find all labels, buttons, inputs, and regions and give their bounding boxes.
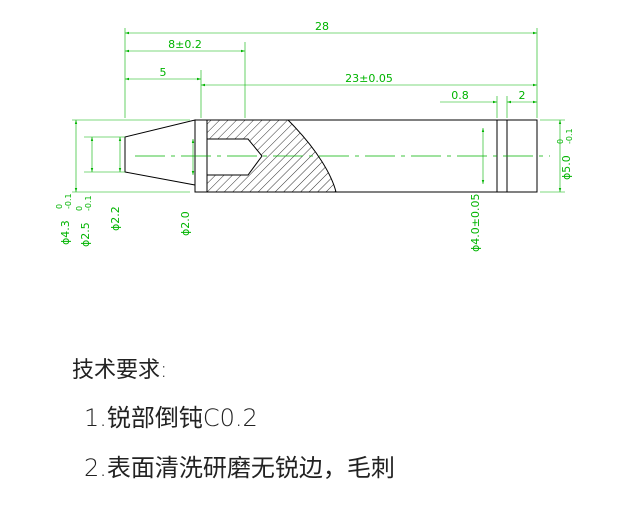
- dim-dia-4-3: ϕ4.3: [59, 220, 72, 245]
- dim-groove-width: 0.8: [451, 89, 469, 102]
- dim-dia-4-3-tol-lower: -0.1: [64, 193, 73, 209]
- dimension-lines: [74, 31, 562, 192]
- dim-end-length: 2: [519, 89, 526, 102]
- dim-dia-2-5: ϕ2.5: [79, 222, 92, 247]
- dim-dia-2-5-tol-upper: 0: [75, 206, 84, 211]
- dim-tip-length: 5: [160, 66, 167, 79]
- dim-body-length: 23±0.05: [345, 72, 393, 85]
- dim-dia-2-5-tol-lower: -0.1: [84, 195, 93, 211]
- dim-dia-5-0: ϕ5.0: [560, 155, 573, 180]
- dim-dia-5-0-tol-lower: -0.1: [565, 128, 574, 144]
- dim-dia-4-3-group: ϕ4.3 0 -0.1: [55, 193, 73, 245]
- part-outline: [124, 119, 538, 193]
- notes-item-2: 2.表面清洗研磨无锐边，毛刺: [84, 454, 395, 482]
- notes-title: 技术要求:: [72, 358, 168, 383]
- dim-dia-2-2: ϕ2.2: [109, 206, 122, 231]
- dim-dia-2-5-group: ϕ2.5 0 -0.1: [75, 195, 93, 247]
- dim-dia-5-0-group: ϕ5.0 0 -0.1: [556, 128, 574, 180]
- dim-partial-length: 8±0.2: [168, 38, 202, 51]
- dim-dia-5-0-tol-upper: 0: [556, 139, 565, 144]
- dim-overall-length: 28: [315, 20, 329, 33]
- dim-dia-4-3-tol-upper: 0: [55, 204, 64, 209]
- notes-item-1: 1.锐部倒钝C0.2: [84, 404, 258, 432]
- dim-dia-2-0: ϕ2.0: [179, 211, 192, 236]
- dim-dia-4-0: ϕ4.0±0.05: [469, 194, 482, 252]
